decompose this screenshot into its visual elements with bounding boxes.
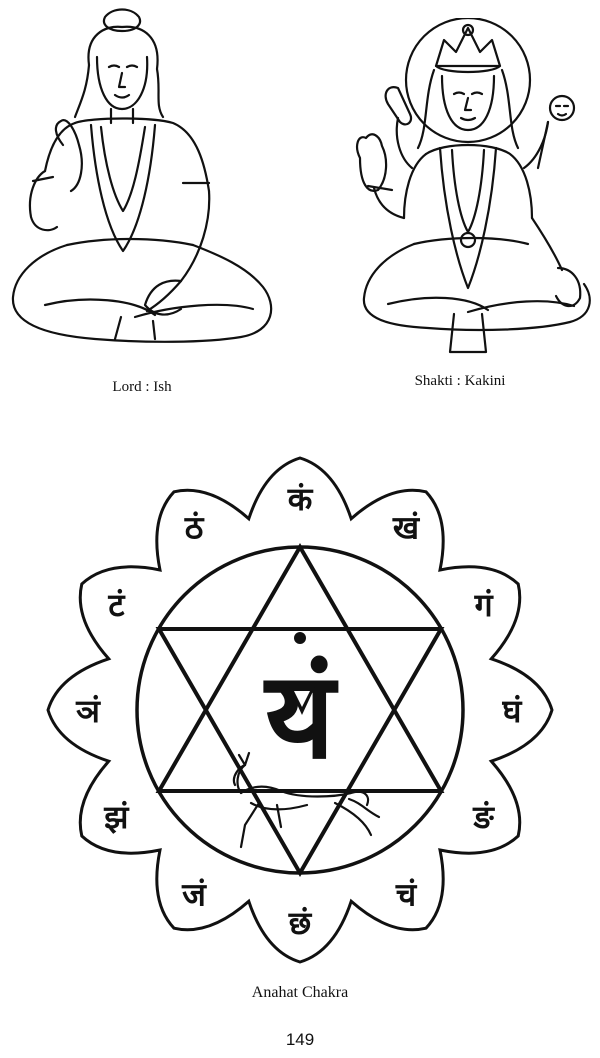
petal-syllable: चं (395, 876, 418, 914)
petal-syllable: कं (287, 480, 314, 518)
petal-syllable: गं (474, 586, 494, 624)
petal-syllable: ञं (75, 692, 101, 730)
lotus-petals (46, 456, 554, 964)
petal-syllable: घं (502, 692, 523, 730)
shakti-kakini-illustration (356, 18, 591, 354)
anahat-chakra-diagram: कं खं गं घं ङं चं छं जं झं ञं टं ठं यं (46, 456, 554, 964)
inner-triangle (289, 687, 315, 715)
hexagram (155, 543, 445, 877)
shakti-kakini-caption: Shakti : Kakini (414, 373, 506, 389)
center-syllable: यं (263, 647, 339, 786)
petal-syllable: छं (288, 904, 313, 942)
anahat-chakra-caption: Anahat Chakra (251, 984, 349, 1001)
petal-syllable: ङं (472, 798, 495, 836)
lord-ish-caption: Lord : Ish (112, 379, 172, 395)
petal-syllable: खं (392, 508, 421, 546)
bindu-dot (294, 632, 306, 644)
page-number: 149 (285, 1030, 315, 1049)
petal-syllable: ठं (184, 508, 205, 546)
antelope-icon (232, 751, 381, 849)
petal-syllable: जं (181, 876, 207, 914)
petal-syllable: टं (107, 586, 126, 624)
petal-syllable: झं (103, 798, 130, 836)
lotus-petal-outline (46, 456, 554, 964)
lord-ish-illustration (11, 8, 273, 343)
